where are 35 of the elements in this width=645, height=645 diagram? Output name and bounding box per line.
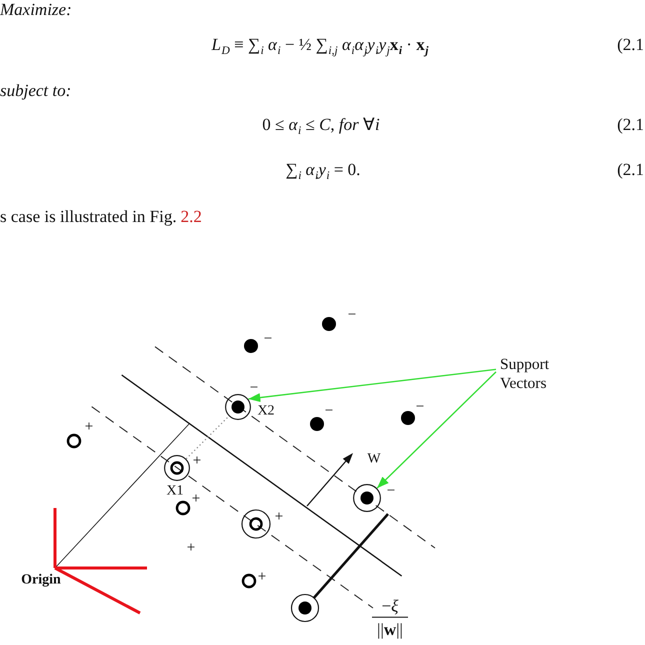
dotted-line xyxy=(186,416,230,460)
class-label: + xyxy=(192,493,200,505)
leader-arrow xyxy=(376,371,496,489)
equation: ∑$_{i}$ α$_{i}$y$_{i}$ = 0. xyxy=(286,158,360,182)
fraction-denominator: ||w|| xyxy=(376,620,404,640)
fraction-numerator: −ξ xyxy=(372,596,408,618)
class-label: − xyxy=(386,485,396,497)
class-label: + xyxy=(84,421,94,433)
leader-arrow xyxy=(248,368,496,402)
vector-label: W xyxy=(367,451,381,467)
class-label: + xyxy=(274,511,284,523)
equation-number: (2.1 xyxy=(617,34,644,56)
class-label: + xyxy=(192,455,202,467)
class-label: − xyxy=(324,405,334,417)
figure-link: 2.2 xyxy=(180,206,202,228)
equation: 0 ≤ α$_{i}$ ≤ C, for ∀i xyxy=(262,114,380,136)
section-heading: subject to: xyxy=(0,80,72,102)
body-text: s case is illustrated in Fig. xyxy=(0,206,177,228)
point-label: X1 xyxy=(166,483,184,499)
callout-text: Support Vectors xyxy=(496,355,554,393)
equation-number: (2.1 xyxy=(617,114,644,136)
class-label: + xyxy=(258,571,266,583)
section-heading: Maximize: xyxy=(0,0,72,20)
ringed-circle-icon xyxy=(164,455,190,481)
class-label: − xyxy=(416,401,424,413)
equation-number: (2.1 xyxy=(617,160,644,180)
ringed-dot-icon xyxy=(225,394,251,420)
class-label: − xyxy=(348,309,356,321)
class-label: − xyxy=(250,382,258,394)
class-label: − xyxy=(264,333,272,345)
origin-label: Origin xyxy=(21,572,61,588)
ringed-dot-icon xyxy=(353,484,381,512)
class-label: + xyxy=(186,542,196,554)
point-label: X2 xyxy=(257,403,275,419)
equation: L$_{D}$ ≡ ∑$_{i}$ α$_{i}$ − ½ ∑$_{i,j}$ α$_{i}$α$_{j}$y$_{i}$y$_{j}$x$_{i}$ · x$_{j}$ xyxy=(212,34,428,56)
